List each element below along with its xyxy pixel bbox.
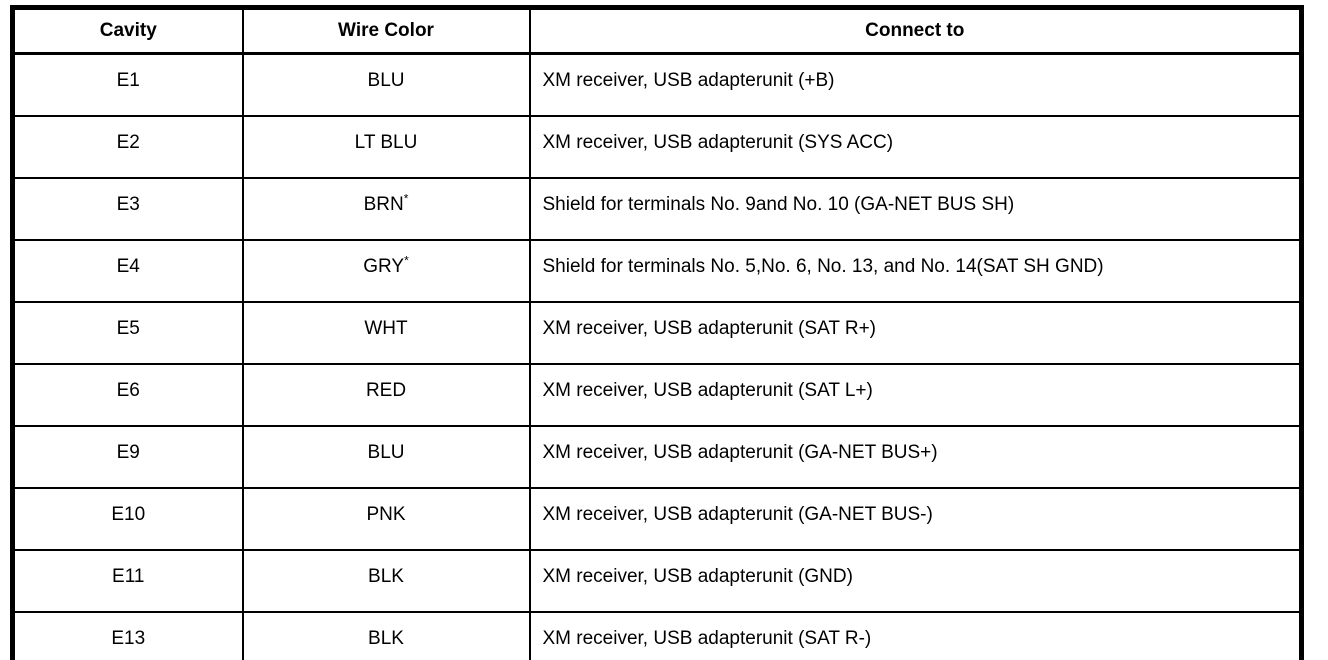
- table-row: E11 BLK XM receiver, USB adapterunit (GND): [11, 549, 1303, 613]
- table-row: E1 BLU XM receiver, USB adapterunit (+B): [11, 52, 1303, 117]
- cavity-cell: E9: [11, 425, 244, 489]
- cavity-cell: E5: [11, 301, 244, 365]
- cavity-cell: E11: [11, 549, 244, 613]
- wire-color-cell: RED: [241, 363, 531, 427]
- cavity-cell: E10: [11, 487, 244, 551]
- connect-to-cell: XM receiver, USB adapterunit (+B): [528, 52, 1303, 117]
- cavity-cell: E13: [11, 611, 244, 660]
- wire-color-cell: PNK: [241, 487, 531, 551]
- asterisk-note: *: [404, 253, 409, 268]
- wire-color-value: PNK: [366, 504, 406, 525]
- table-row: E2 LT BLU XM receiver, USB adapterunit (SY…: [11, 115, 1303, 179]
- cavity-cell: E6: [11, 363, 244, 427]
- column-header-cavity: Cavity: [11, 6, 244, 55]
- wire-color-cell: BLK: [241, 611, 531, 660]
- connect-to-cell: XM receiver, USB adapterunit (GA-NET BUS…: [528, 487, 1303, 551]
- column-header-wire-color: Wire Color: [241, 6, 531, 55]
- asterisk-note: *: [403, 191, 409, 206]
- wire-color-value: BLK: [368, 628, 404, 649]
- table-row: E9 BLU XM receiver, USB adapterunit (GA-NE…: [11, 425, 1303, 489]
- wire-color-value: BLU: [367, 70, 405, 91]
- connect-to-cell: XM receiver, USB adapterunit (SAT R-): [528, 611, 1303, 660]
- column-header-connect-to: Connect to: [528, 6, 1303, 55]
- wire-color-cell: BLK: [241, 549, 531, 613]
- wire-color-value: WHT: [364, 318, 408, 339]
- wire-color-value: BLU: [367, 442, 405, 463]
- wire-color-cell: BLU: [241, 52, 531, 117]
- wire-color-cell: GRY*: [241, 239, 531, 303]
- wire-color-value: GRY: [363, 256, 405, 277]
- wire-color-value: LT BLU: [354, 132, 418, 153]
- connect-to-cell: XM receiver, USB adapterunit (SAT R+): [528, 301, 1303, 365]
- connect-to-cell: Shield for terminals No. 9and No. 10 (GA…: [528, 177, 1303, 241]
- connect-to-cell: XM receiver, USB adapterunit (SYS ACC): [528, 115, 1303, 179]
- wire-color-value: BRN: [363, 194, 404, 215]
- table-row: E13 BLK XM receiver, USB adapterunit (SAT …: [11, 611, 1303, 660]
- connect-to-cell: Shield for terminals No. 5,No. 6, No. 13…: [528, 239, 1303, 303]
- table-row: E6 RED XM receiver, USB adapterunit (SAT L…: [11, 363, 1303, 427]
- cavity-cell: E2: [11, 115, 244, 179]
- connect-to-cell: XM receiver, USB adapterunit (SAT L+): [528, 363, 1303, 427]
- connect-to-cell: XM receiver, USB adapterunit (GA-NET BUS…: [528, 425, 1303, 489]
- wire-color-cell: LT BLU: [241, 115, 531, 179]
- wire-color-value: BLK: [368, 566, 404, 587]
- wire-color-cell: BRN*: [241, 177, 531, 241]
- cavity-cell: E1: [11, 52, 244, 117]
- connect-to-cell: XM receiver, USB adapterunit (GND): [528, 549, 1303, 613]
- cavity-cell: E3: [11, 177, 244, 241]
- wire-color-cell: WHT: [241, 301, 531, 365]
- wire-color-cell: BLU: [241, 425, 531, 489]
- header-row: Cavity Wire Color Connect to: [11, 6, 1303, 55]
- table-row: E5 WHT XM receiver, USB adapterunit (SAT R…: [11, 301, 1303, 365]
- wire-color-value: RED: [365, 380, 407, 401]
- cavity-cell: E4: [11, 239, 244, 303]
- table-header: Cavity Wire Color Connect to: [11, 6, 1303, 55]
- table-row: E10 PNK XM receiver, USB adapterunit (GA-N…: [11, 487, 1303, 551]
